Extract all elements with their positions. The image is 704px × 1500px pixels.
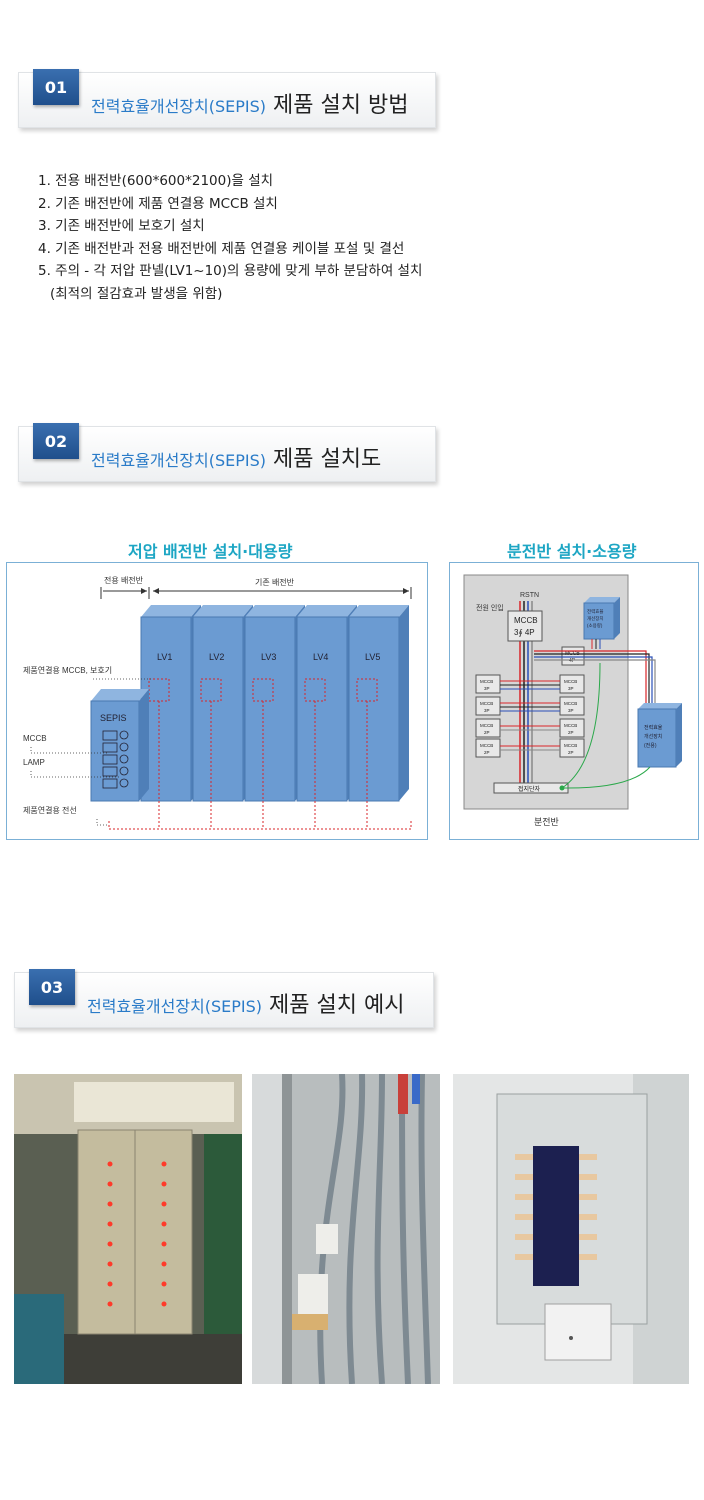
label-existing-panel: 기존 배전반 (255, 577, 295, 587)
breaker-label: 2P (484, 750, 490, 755)
section-01-header: 01 전력효율개선장치(SEPIS) 제품 설치 방법 (18, 69, 436, 128)
sepis-cabinet (90, 689, 149, 802)
panel-label: LV4 (313, 652, 328, 662)
diagram-right-caption: 분전반 (534, 817, 559, 827)
main-mccb-spec: 3∮ 4P (514, 628, 535, 637)
section-title: 전력효율개선장치(SEPIS) 제품 설치 방법 (91, 87, 408, 119)
diagram-left: 전용 배전반 기존 배전반 LV1 LV2 LV3 LV4 LV5 (6, 562, 428, 840)
breaker-label: MCCB (564, 701, 577, 706)
breaker-label: 3P (484, 686, 490, 691)
section-title: 전력효율개선장치(SEPIS) 제품 설치 예시 (87, 987, 404, 1019)
diagram-right: RSTN 전원 인입 MCCB 3∮ 4P 전력효율 개선장치 (소용량) MC… (449, 562, 699, 840)
device-small-line: (소용량) (587, 622, 603, 628)
section-02-header: 02 전력효율개선장치(SEPIS) 제품 설치도 (18, 423, 436, 482)
device-right-line: 전력효율 (644, 724, 663, 731)
step-item: 1. 전용 배전반(600*600*2100)을 설치 (38, 173, 274, 189)
photo-wiring (252, 1074, 440, 1384)
section-number: 02 (33, 423, 79, 459)
breaker-label: MCCB (480, 743, 493, 748)
section-title-blue: 전력효율개선장치(SEPIS) (87, 997, 263, 1016)
photo-cabinet (14, 1074, 242, 1384)
section-title-blue: 전력효율개선장치(SEPIS) (91, 97, 267, 116)
diagram-right-title: 분전반 설치·소용량 (507, 542, 637, 561)
label-dedicated-panel: 전용 배전반 (104, 575, 144, 585)
label-mccb: MCCB (23, 734, 47, 743)
breaker-label: 2P (568, 730, 574, 735)
step-item: 4. 기존 배전반과 전용 배전반에 제품 연결용 케이블 포설 및 결선 (38, 240, 405, 257)
rstn-label: RSTN (520, 592, 539, 599)
section-number: 01 (33, 69, 79, 105)
panel-label: LV2 (209, 652, 224, 662)
panel-label: LV3 (261, 652, 276, 662)
breaker-label: MCCB (480, 723, 493, 728)
section-title: 전력효율개선장치(SEPIS) 제품 설치도 (91, 441, 381, 473)
section-03-header: 03 전력효율개선장치(SEPIS) 제품 설치 예시 (14, 969, 434, 1028)
breaker-label: MCCB (564, 723, 577, 728)
diagram-right-svg: RSTN 전원 인입 MCCB 3∮ 4P 전력효율 개선장치 (소용량) MC… (463, 574, 682, 827)
diagram-left-svg: 전용 배전반 기존 배전반 LV1 LV2 LV3 LV4 LV5 (23, 575, 412, 830)
step-note: (최적의 절감효과 발생을 위함) (50, 285, 223, 302)
section-title-rest: 제품 설치도 (273, 447, 382, 472)
section-title-blue: 전력효율개선장치(SEPIS) (91, 451, 267, 470)
step-item: 3. 기존 배전반에 보호기 설치 (38, 218, 205, 234)
breaker-label: MCCB (480, 679, 493, 684)
device-right-line: (전용) (644, 742, 657, 749)
panel-label: LV5 (365, 652, 380, 662)
section-number: 03 (29, 969, 75, 1005)
label-lamp: LAMP (23, 758, 45, 767)
panel-label: LV1 (157, 652, 172, 662)
install-steps: 1. 전용 배전반(600*600*2100)을 설치 2. 기존 배전반에 제… (38, 170, 422, 305)
photo-distribution-board (453, 1074, 689, 1384)
label-mccb-protector: 제품연결용 MCCB, 보호기 (23, 665, 112, 675)
sepis-label: SEPIS (100, 713, 127, 723)
breaker-label: 2P (568, 750, 574, 755)
breaker-label: 3P (568, 708, 574, 713)
mccb-4p-spec: 4P (569, 658, 576, 664)
ground-terminal-label: 접지단자 (518, 785, 541, 793)
branch-breakers (475, 674, 585, 758)
device-small-line: 전력효율 (587, 608, 604, 615)
breaker-label: 2P (484, 730, 490, 735)
breaker-label: 3P (568, 686, 574, 691)
device-right-line: 개선장치 (644, 733, 662, 740)
breaker-label: 3P (484, 708, 490, 713)
lv-panels (140, 605, 409, 802)
diagram-left-title: 저압 배전반 설치·대용량 (128, 542, 293, 561)
step-item: 5. 주의 - 각 저압 판넬(LV1~10)의 용량에 맞게 부하 분담하여 … (38, 263, 423, 279)
label-connection-wire: 제품연결용 전선 (23, 805, 77, 815)
step-item: 2. 기존 배전반에 제품 연결용 MCCB 설치 (38, 195, 278, 212)
breaker-label: MCCB (564, 679, 577, 684)
device-small-line: 개선장치 (587, 615, 604, 622)
breaker-label: MCCB (480, 701, 493, 706)
power-in-label: 전원 인입 (476, 603, 504, 612)
main-mccb-label: MCCB (514, 616, 538, 625)
section-title-rest: 제품 설치 방법 (273, 93, 409, 118)
breaker-label: MCCB (564, 743, 577, 748)
section-title-rest: 제품 설치 예시 (269, 993, 405, 1018)
